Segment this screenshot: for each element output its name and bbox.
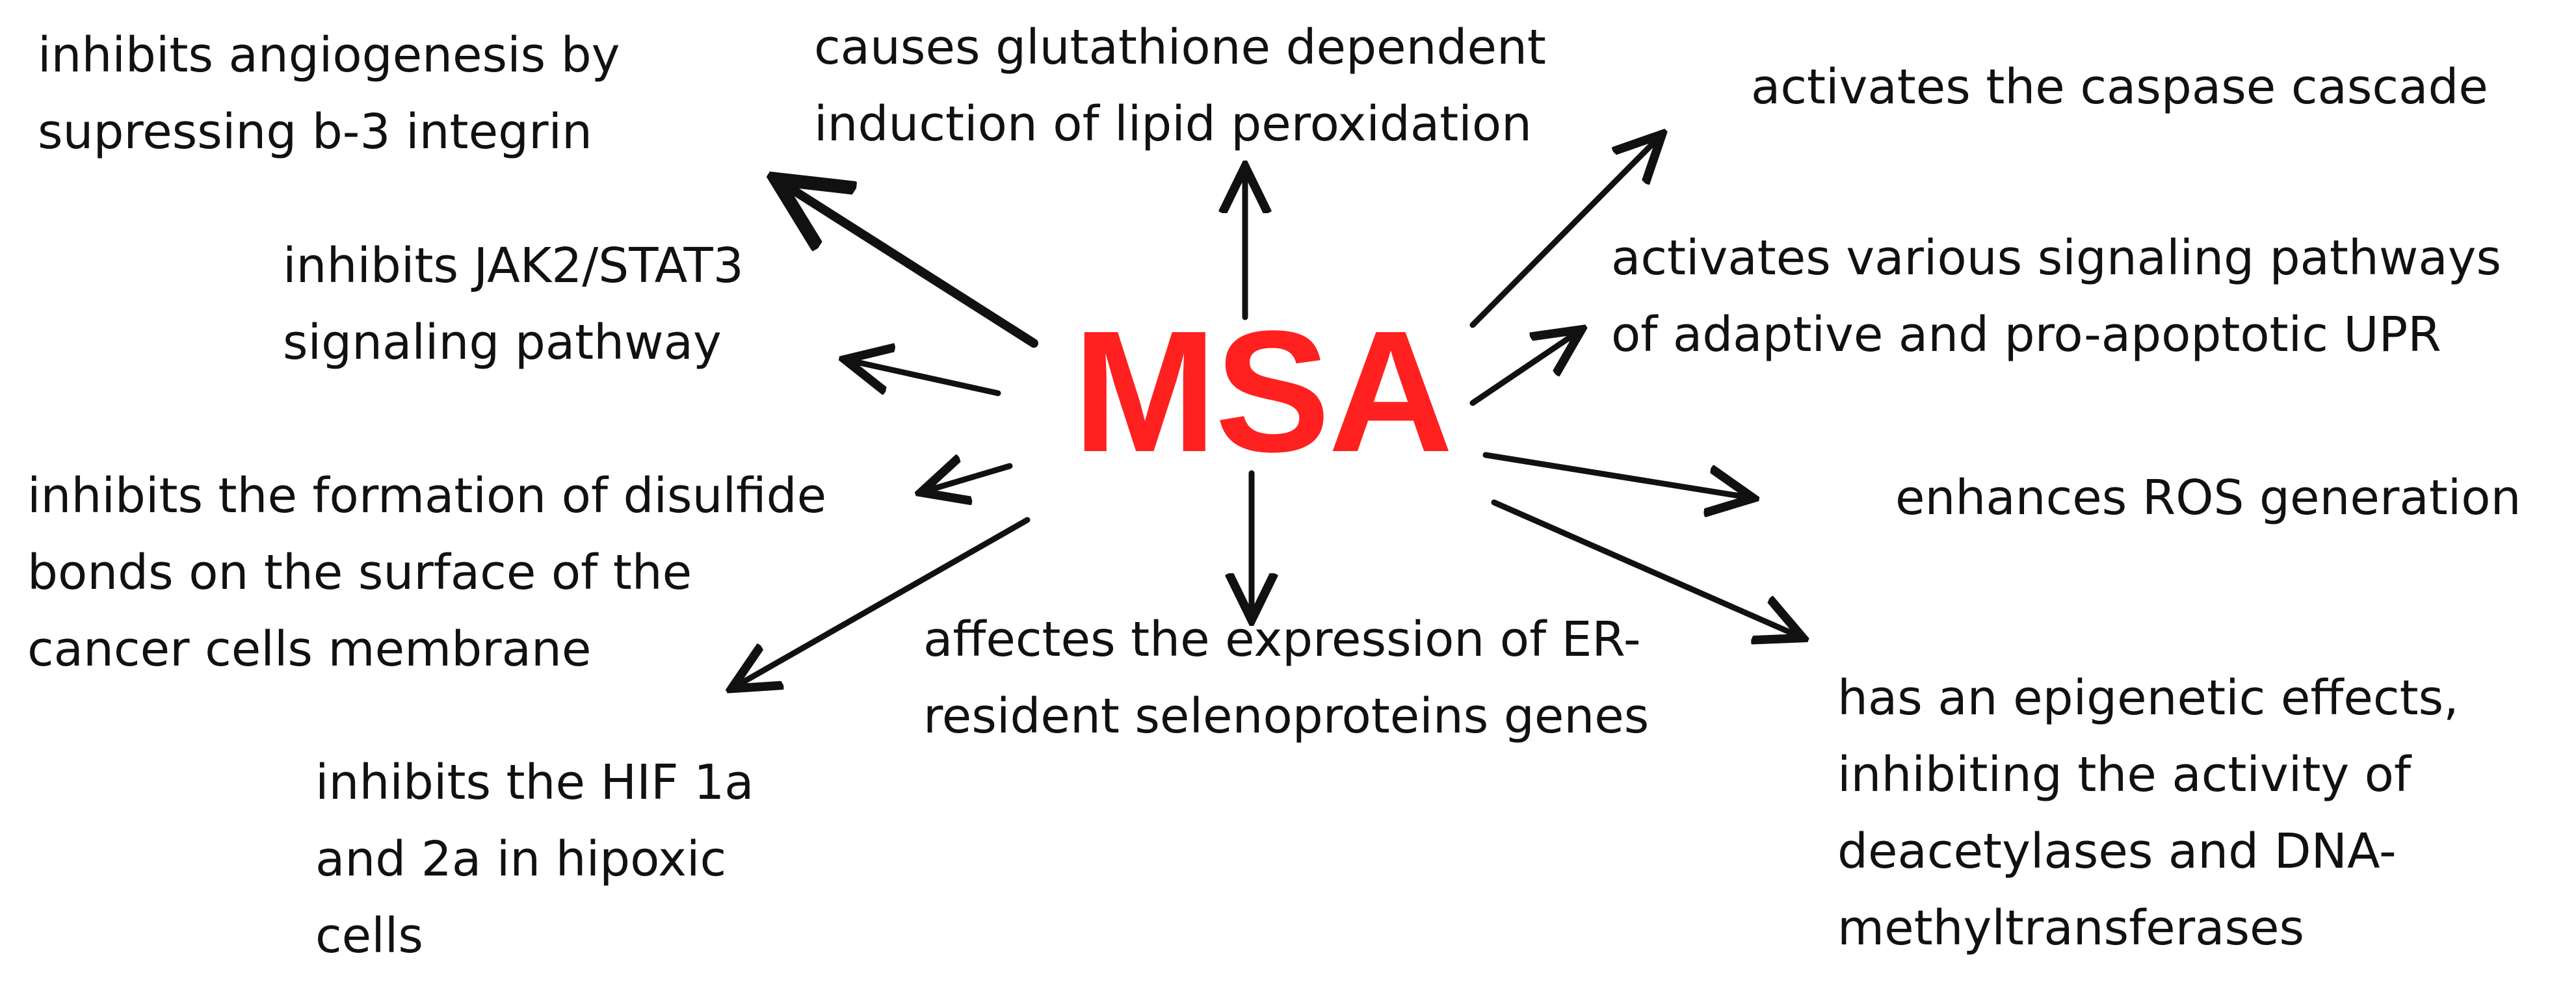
arrow-to-caspase [1469,138,1658,328]
effect-line: activates various signaling pathways [1611,230,2502,286]
effect-line: inhibiting the activity of [1837,747,2412,803]
effect-line: cancer cells membrane [27,621,592,677]
effect-line: methyltransferases [1837,900,2305,956]
effect-line: bonds on the surface of the [27,545,692,601]
effect-line: inhibits angiogenesis by [38,27,620,83]
effect-hif: inhibits the HIF 1a and 2a in hipoxic cell… [315,744,754,974]
effect-line: induction of lipid peroxidation [814,96,1532,152]
arrow-to-epigenetic [1491,499,1798,636]
effect-line: enhances ROS generation [1895,470,2521,526]
effect-line: supressing b-3 integrin [38,104,592,160]
arrow-to-disulfide [927,466,1013,491]
effect-line: affectes the expression of ER- [923,612,1641,668]
effect-line: causes glutathione dependent [814,19,1546,75]
effect-line: cells [315,908,423,964]
effect-line: inhibits the HIF 1a [315,755,754,811]
center-label-msa: MSA [1073,295,1453,488]
arrow-to-angiogenesis [783,184,1038,348]
arrow-to-ros [1482,452,1748,497]
effect-line: deacetylases and DNA- [1837,824,2397,879]
arrow-to-jak2 [850,361,1001,396]
effect-line: of adaptive and pro-apoptotic UPR [1611,307,2441,363]
arrow-to-upr [1469,333,1577,406]
effect-line: has an epigenetic effects, [1837,670,2459,726]
effect-disulfide: inhibits the formation of disulfide bonds… [27,458,826,688]
effect-line: signaling pathway [283,315,722,370]
arrow-to-hif [737,517,1031,686]
effect-angiogenesis: inhibits angiogenesis by supressing b-3 i… [38,17,620,170]
effect-line: inhibits the formation of disulfide [27,468,827,524]
effect-ros: enhances ROS generation [1895,460,2521,536]
effect-glutathione: causes glutathione dependent induction of… [814,9,1546,162]
effect-selenoproteins: affectes the expression of ER-resident s… [923,601,1649,755]
effect-upr: activates various signaling pathways of a… [1611,220,2501,373]
effect-line: activates the caspase cascade [1751,59,2488,115]
effect-line: and 2a in hipoxic [315,831,727,887]
effect-line: resident selenoproteins genes [923,688,1649,744]
effect-jak2: inhibits JAK2/STAT3 signaling pathway [283,227,744,381]
effect-epigenetic: has an epigenetic effects, inhibiting the… [1837,660,2459,967]
effect-line: inhibits JAK2/STAT3 [283,238,744,294]
effect-caspase: activates the caspase cascade [1751,49,2488,125]
